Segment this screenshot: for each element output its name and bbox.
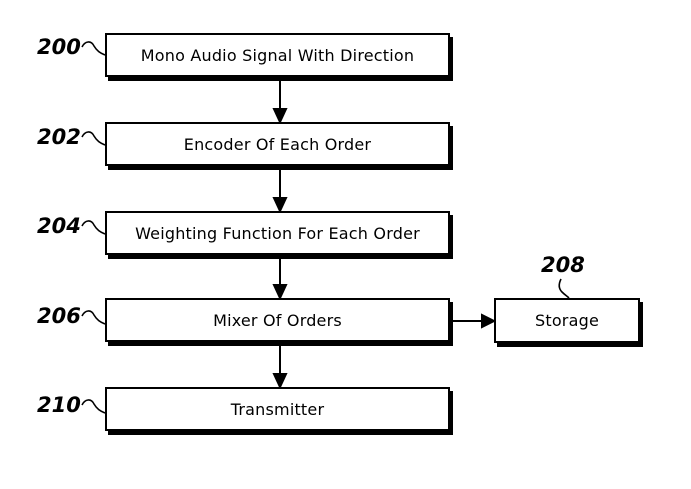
ref-label-206: 206: [37, 304, 81, 328]
lead-line-208: [558, 278, 570, 299]
node-transmitter: Transmitter: [105, 387, 450, 431]
arrowhead-206-208: [481, 313, 497, 329]
ref-label-208: 208: [541, 253, 585, 277]
node-weighting-function-label: Weighting Function For Each Order: [135, 223, 420, 243]
arrowhead-206-210: [272, 373, 288, 390]
lead-line-204: [81, 220, 106, 235]
ref-label-202: 202: [37, 125, 81, 149]
node-mixer: Mixer Of Orders: [105, 298, 450, 342]
node-mixer-label: Mixer Of Orders: [213, 310, 342, 330]
node-mono-audio-signal: Mono Audio Signal With Direction: [105, 33, 450, 77]
node-storage-label: Storage: [534, 311, 599, 330]
node-encoder: Encoder Of Each Order: [105, 122, 450, 166]
node-encoder-label: Encoder Of Each Order: [183, 134, 372, 154]
lead-line-206: [81, 310, 106, 325]
arrowhead-200-202: [272, 108, 288, 125]
ref-label-204: 204: [37, 214, 81, 238]
node-storage: Storage: [494, 298, 640, 343]
arrowhead-204-206: [272, 284, 288, 301]
arrowhead-202-204: [272, 197, 288, 214]
node-transmitter-label: Transmitter: [230, 399, 325, 419]
lead-line-210: [81, 399, 106, 414]
ref-label-200: 200: [37, 35, 81, 59]
lead-line-200: [81, 41, 106, 56]
ref-label-210: 210: [37, 393, 81, 417]
lead-line-202: [81, 131, 106, 146]
node-weighting-function: Weighting Function For Each Order: [105, 211, 450, 255]
node-mono-audio-signal-label: Mono Audio Signal With Direction: [140, 45, 415, 65]
